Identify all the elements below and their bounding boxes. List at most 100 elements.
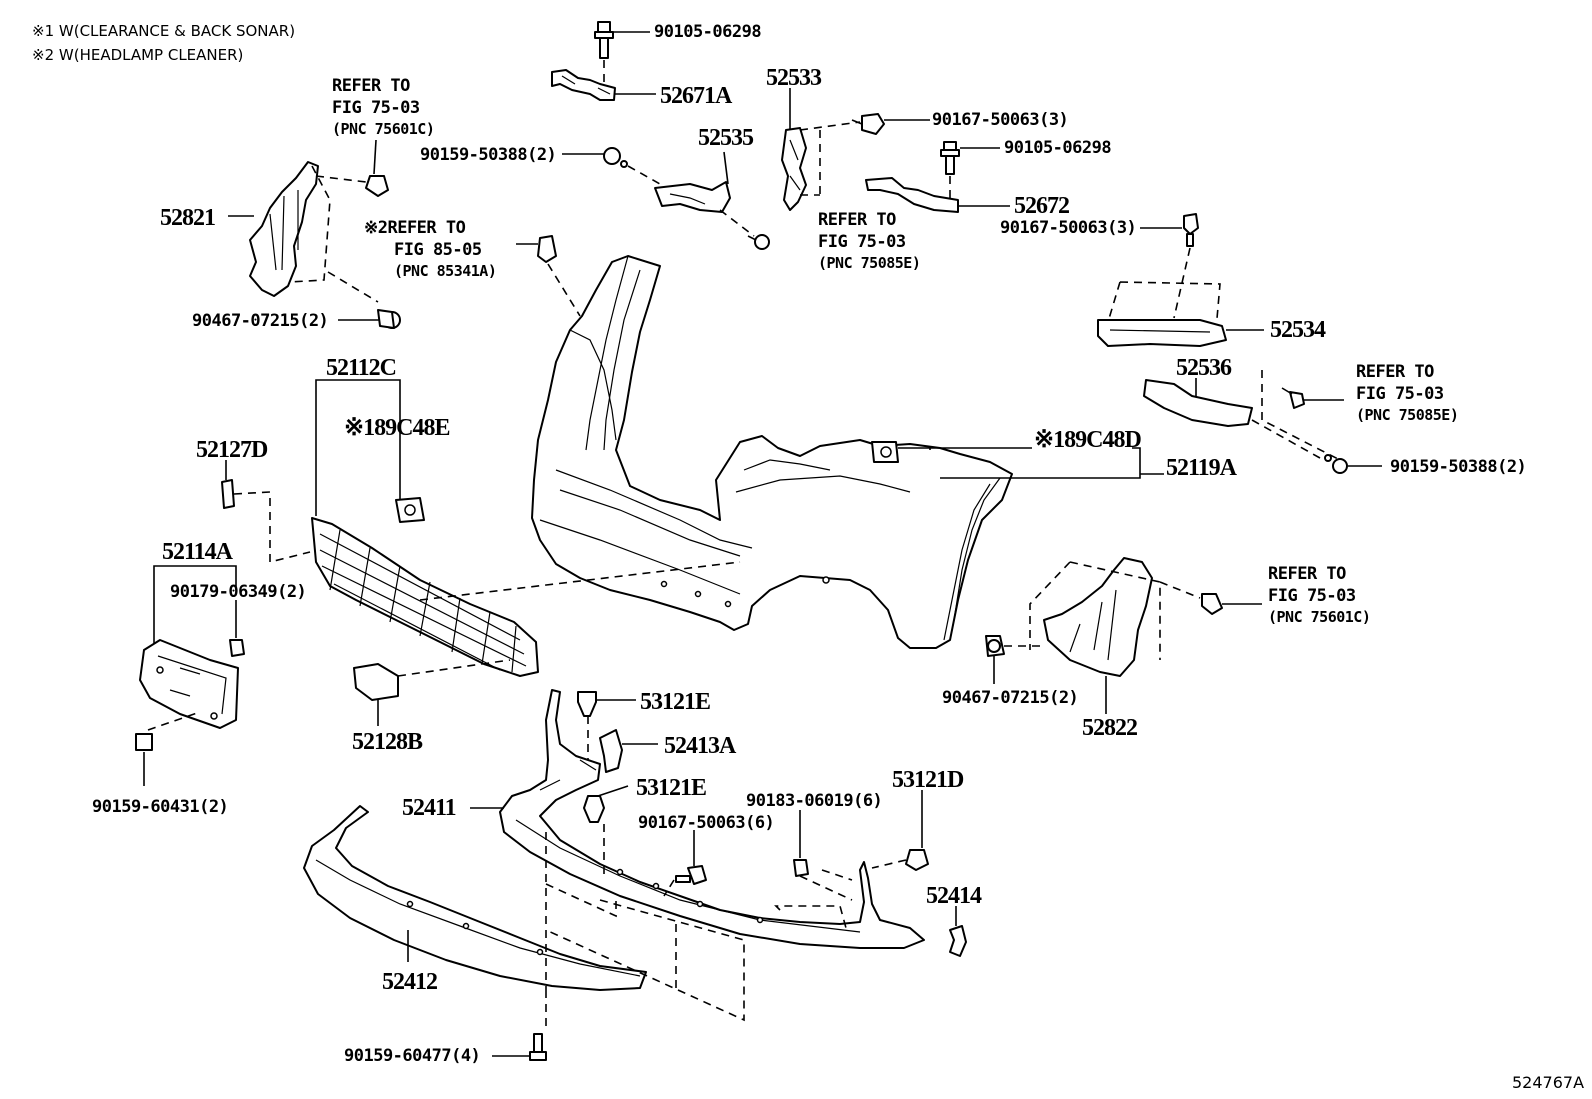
ref-fig-75-03-pnc-75085E-b[interactable]: REFER TO FIG 75-03 (PNC 75085E) xyxy=(1356,362,1459,424)
ref-line-1: REFER TO xyxy=(332,76,410,96)
sensor-89C48E-drawing xyxy=(395,497,425,523)
spoiler-52411-drawing xyxy=(499,689,925,949)
clip-53121E-b-drawing xyxy=(583,795,605,823)
bracket-52535-drawing xyxy=(654,181,731,213)
clip-90167-50063-a-drawing xyxy=(851,113,885,135)
nut-90183-06019-drawing xyxy=(793,859,809,877)
clip-75085E-b-drawing xyxy=(1281,387,1305,409)
ref-line-1: ※2REFER TO xyxy=(364,218,466,238)
cover-52128B-drawing xyxy=(353,663,399,701)
bumper-cover-52119A-drawing xyxy=(531,255,1013,649)
part-label-53121E-b[interactable]: 53121E xyxy=(636,775,707,801)
note-1: ※1 W(CLEARANCE & BACK SONAR) xyxy=(32,22,296,40)
clip-53121E-a-drawing xyxy=(577,691,597,717)
ref-line-2: FIG 75-03 xyxy=(818,232,906,252)
part-label-90167-50063-3-a[interactable]: 90167-50063(3) xyxy=(932,110,1069,130)
nut-90159-50388-a-drawing xyxy=(603,147,628,168)
bracket-52533-drawing xyxy=(781,127,807,211)
grille-52112C-drawing xyxy=(311,517,539,677)
bolt-90167-50063-6-drawing xyxy=(675,865,707,885)
part-label-52534[interactable]: 52534 xyxy=(1270,317,1326,343)
part-label-52119A[interactable]: 52119A xyxy=(1166,455,1237,481)
part-label-90159-50388-2-a[interactable]: 90159-50388(2) xyxy=(420,145,557,165)
ref-line-2: FIG 75-03 xyxy=(1356,384,1444,404)
part-label-52127D[interactable]: 52127D xyxy=(196,437,268,463)
part-label-90159-60477-4[interactable]: 90159-60477(4) xyxy=(344,1046,481,1066)
note-2: ※2 W(HEADLAMP CLEANER) xyxy=(32,46,244,64)
ref-line-3: (PNC 85341A) xyxy=(394,262,497,280)
part-label-90105-06298-b[interactable]: 90105-06298 xyxy=(1004,138,1112,158)
part-label-90159-60431-2[interactable]: 90159-60431(2) xyxy=(92,797,229,817)
ref-line-1: REFER TO xyxy=(1268,564,1346,584)
part-label-90179-06349-2[interactable]: 90179-06349(2) xyxy=(170,582,307,602)
ref-line-3: (PNC 75085E) xyxy=(1356,406,1459,424)
bracket-52536-drawing xyxy=(1143,379,1253,427)
clip-75601C-b-drawing xyxy=(1201,593,1223,615)
ref-fig-75-03-pnc-75601C-a[interactable]: REFER TO FIG 75-03 (PNC 75601C) xyxy=(332,76,435,138)
diagram-id: 524767A xyxy=(1512,1073,1585,1092)
ref-line-2: FIG 85-05 xyxy=(394,240,482,260)
sensor-89C48D-drawing xyxy=(871,441,899,463)
retainer-52822-drawing xyxy=(1043,557,1153,677)
bolt-90105-06298-b-drawing xyxy=(940,141,960,175)
spoiler-52412-drawing xyxy=(303,805,647,991)
ref-fig-75-03-pnc-75085E-a[interactable]: REFER TO FIG 75-03 (PNC 75085E) xyxy=(818,210,921,272)
part-label-52533[interactable]: 52533 xyxy=(766,65,822,91)
part-label-52412[interactable]: 52412 xyxy=(382,969,438,995)
part-label-52413A[interactable]: 52413A xyxy=(664,733,736,759)
bolt-90159-60431-drawing xyxy=(135,733,153,751)
part-label-90105-06298[interactable]: 90105-06298 xyxy=(654,22,762,42)
part-label-52536[interactable]: 52536 xyxy=(1176,355,1232,381)
part-label-52112C[interactable]: 52112C xyxy=(326,355,397,381)
ref-line-3: (PNC 75601C) xyxy=(332,120,435,138)
ref-line-1: REFER TO xyxy=(1356,362,1434,382)
retainer-52821-drawing xyxy=(249,161,319,297)
ref-line-2: FIG 75-03 xyxy=(1268,586,1356,606)
part-label-89C48D[interactable]: ※189C48D xyxy=(1034,427,1142,453)
bracket-52534-drawing xyxy=(1097,319,1227,347)
retainer-52127D-drawing xyxy=(221,479,235,509)
part-label-53121D[interactable]: 53121D xyxy=(892,767,964,793)
bracket-52671A-drawing xyxy=(551,69,616,101)
part-label-52114A[interactable]: 52114A xyxy=(162,539,233,565)
part-label-90167-50063-3-b[interactable]: 90167-50063(3) xyxy=(1000,218,1137,238)
bracket-52672-drawing xyxy=(865,177,959,213)
part-label-53121E-a[interactable]: 53121E xyxy=(640,689,711,715)
license-bracket-52114A-drawing xyxy=(139,639,239,729)
part-label-52822[interactable]: 52822 xyxy=(1082,715,1138,741)
clip-90467-07215-b-drawing xyxy=(985,635,1005,657)
part-label-52672[interactable]: 52672 xyxy=(1014,193,1070,219)
clip-75601C-a-drawing xyxy=(365,175,389,197)
clip-90167-50063-b-drawing xyxy=(1183,213,1199,247)
bolt-90159-60477-drawing xyxy=(529,1033,547,1061)
part-label-90159-50388-2-b[interactable]: 90159-50388(2) xyxy=(1390,457,1527,477)
clip-75085E-drawing xyxy=(747,234,770,250)
cover-52413A-drawing xyxy=(599,729,623,773)
clip-53121D-drawing xyxy=(905,849,929,871)
part-label-52821[interactable]: 52821 xyxy=(160,205,216,231)
ref-line-3: (PNC 75601C) xyxy=(1268,608,1371,626)
part-label-89C48E[interactable]: ※189C48E xyxy=(344,415,450,441)
ref-fig-75-03-pnc-75601C-b[interactable]: REFER TO FIG 75-03 (PNC 75601C) xyxy=(1268,564,1371,626)
nut-90159-50388-b-drawing xyxy=(1324,454,1348,474)
ref-line-1: REFER TO xyxy=(818,210,896,230)
part-label-52411[interactable]: 52411 xyxy=(402,795,457,821)
ref-line-3: (PNC 75085E) xyxy=(818,254,921,272)
part-label-52671A[interactable]: 52671A xyxy=(660,83,732,109)
part-label-52128B[interactable]: 52128B xyxy=(352,729,423,755)
part-label-90183-06019-6[interactable]: 90183-06019(6) xyxy=(746,791,883,811)
part-label-90467-07215-2-b[interactable]: 90467-07215(2) xyxy=(942,688,1079,708)
part-label-90467-07215-2-a[interactable]: 90467-07215(2) xyxy=(192,311,329,331)
part-label-90167-50063-6[interactable]: 90167-50063(6) xyxy=(638,813,775,833)
bolt-90105-06298-top-drawing xyxy=(594,21,614,59)
part-label-52535[interactable]: 52535 xyxy=(698,125,754,151)
ref-line-2: FIG 75-03 xyxy=(332,98,420,118)
nut-90179-06349-drawing xyxy=(229,639,245,657)
nozzle-85341A-drawing xyxy=(537,235,557,263)
ref-fig-85-05-pnc-85341A[interactable]: ※2REFER TO FIG 85-05 (PNC 85341A) xyxy=(364,218,497,280)
part-label-52414[interactable]: 52414 xyxy=(926,883,982,909)
clip-90467-07215-a-drawing xyxy=(377,309,401,329)
cover-52414-drawing xyxy=(949,925,967,957)
